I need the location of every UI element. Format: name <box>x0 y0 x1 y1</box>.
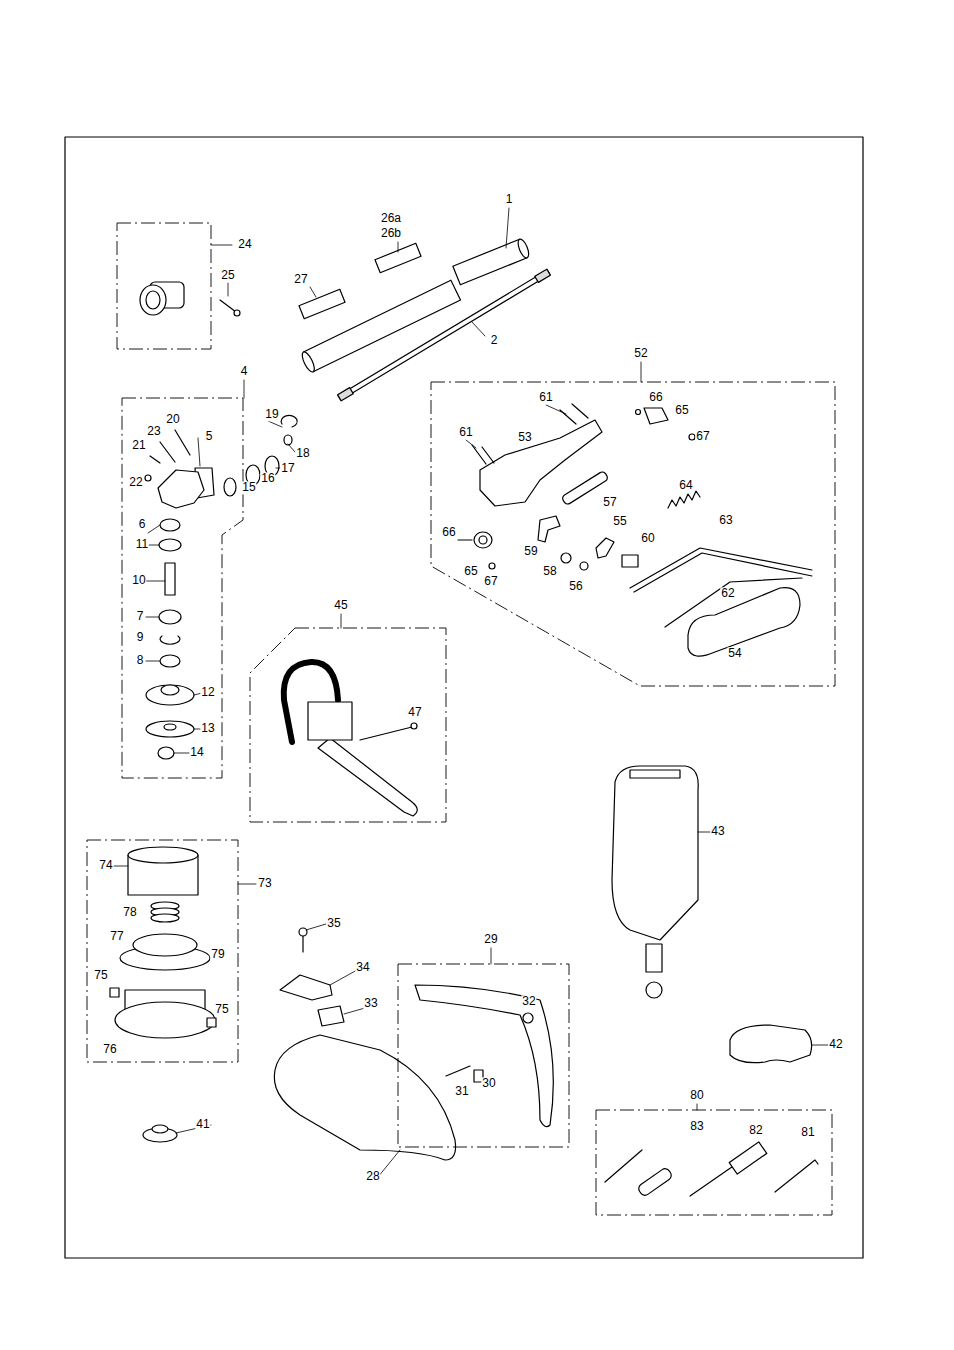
callout-number: 26a <box>380 212 402 225</box>
callout-number: 61 <box>538 391 553 404</box>
frame-outline <box>596 1110 832 1215</box>
callout-number: 10 <box>131 574 146 587</box>
callout-number: 17 <box>280 462 295 475</box>
callout-number: 11 <box>135 538 149 551</box>
callout-number: 81 <box>800 1126 815 1139</box>
callout-number: 67 <box>483 575 498 588</box>
callout-number: 83 <box>689 1120 704 1133</box>
group-number: 29 <box>483 933 498 946</box>
frame-outline <box>117 223 211 349</box>
callout-number: 21 <box>131 439 146 452</box>
callout-number: 77 <box>109 930 124 943</box>
callout-number: 79 <box>210 948 225 961</box>
callout-number: 66 <box>648 391 663 404</box>
callout-number: 22 <box>128 476 143 489</box>
callout-number: 26b <box>380 227 402 240</box>
callout-number: 33 <box>363 997 378 1010</box>
callout-number: 14 <box>189 746 204 759</box>
callout-number: 43 <box>710 825 725 838</box>
callout-number: 75 <box>214 1003 229 1016</box>
group-frame: 80 <box>596 1110 832 1215</box>
group-number: 52 <box>633 347 648 360</box>
callout-number: 20 <box>165 413 180 426</box>
callout-number: 53 <box>517 431 532 444</box>
callout-number: 18 <box>295 447 310 460</box>
callout-number: 76 <box>102 1043 117 1056</box>
group-number: 4 <box>240 365 249 378</box>
callout-number: 2 <box>490 334 499 347</box>
callout-number: 54 <box>727 647 742 660</box>
callout-number: 31 <box>454 1085 469 1098</box>
frame-outline <box>122 398 243 778</box>
callout-number: 19 <box>264 408 279 421</box>
group-frame: 24 <box>117 223 211 349</box>
callout-number: 27 <box>293 273 308 286</box>
callout-number: 9 <box>136 631 145 644</box>
callout-number: 65 <box>674 404 689 417</box>
dashed-border <box>596 1110 832 1215</box>
dashed-border <box>250 628 446 822</box>
callout-number: 12 <box>200 686 215 699</box>
group-number: 24 <box>237 238 252 251</box>
callout-number: 57 <box>602 496 617 509</box>
callout-number: 59 <box>523 545 538 558</box>
callout-number: 62 <box>720 587 735 600</box>
callout-number: 35 <box>326 917 341 930</box>
callout-number: 41 <box>195 1118 210 1131</box>
frame-outline <box>398 964 569 1147</box>
callout-number: 63 <box>718 514 733 527</box>
callout-number: 65 <box>463 565 478 578</box>
dashed-border <box>87 840 238 1062</box>
callout-number: 8 <box>136 654 145 667</box>
callout-number: 56 <box>568 580 583 593</box>
callout-number: 55 <box>612 515 627 528</box>
callout-number: 82 <box>748 1124 763 1137</box>
frame-outline <box>250 628 446 822</box>
callout-number: 28 <box>365 1170 380 1183</box>
callout-number: 66 <box>441 526 456 539</box>
callout-number: 1 <box>505 193 514 206</box>
group-number: 73 <box>257 877 272 890</box>
callout-number: 5 <box>205 430 214 443</box>
group-frame: 52 <box>431 382 835 686</box>
callout-number: 30 <box>481 1077 496 1090</box>
callout-number: 58 <box>542 565 557 578</box>
callout-number: 47 <box>407 706 422 719</box>
callout-number: 13 <box>200 722 215 735</box>
callout-number: 74 <box>98 859 113 872</box>
group-number: 80 <box>689 1089 704 1102</box>
callout-number: 15 <box>241 481 256 494</box>
callout-number: 23 <box>146 425 161 438</box>
dashed-border <box>122 398 243 778</box>
callout-number: 7 <box>136 610 145 623</box>
callout-number: 67 <box>695 430 710 443</box>
callout-number: 25 <box>220 269 235 282</box>
group-frame: 4 <box>122 398 243 778</box>
frame-outline <box>431 382 835 686</box>
dashed-border <box>398 964 569 1147</box>
callout-number: 16 <box>260 472 275 485</box>
dashed-border <box>117 223 211 349</box>
callout-number: 75 <box>93 969 108 982</box>
group-frame: 45 <box>250 628 446 822</box>
group-number: 45 <box>333 599 348 612</box>
callout-number: 32 <box>521 995 536 1008</box>
callout-number: 6 <box>138 518 147 531</box>
callout-number: 78 <box>122 906 137 919</box>
callout-number: 42 <box>828 1038 843 1051</box>
group-frame: 29 <box>398 964 569 1147</box>
callout-number: 34 <box>355 961 370 974</box>
dashed-border <box>431 382 835 686</box>
callout-number: 61 <box>458 426 473 439</box>
callout-number: 60 <box>640 532 655 545</box>
callout-number: 64 <box>678 479 693 492</box>
